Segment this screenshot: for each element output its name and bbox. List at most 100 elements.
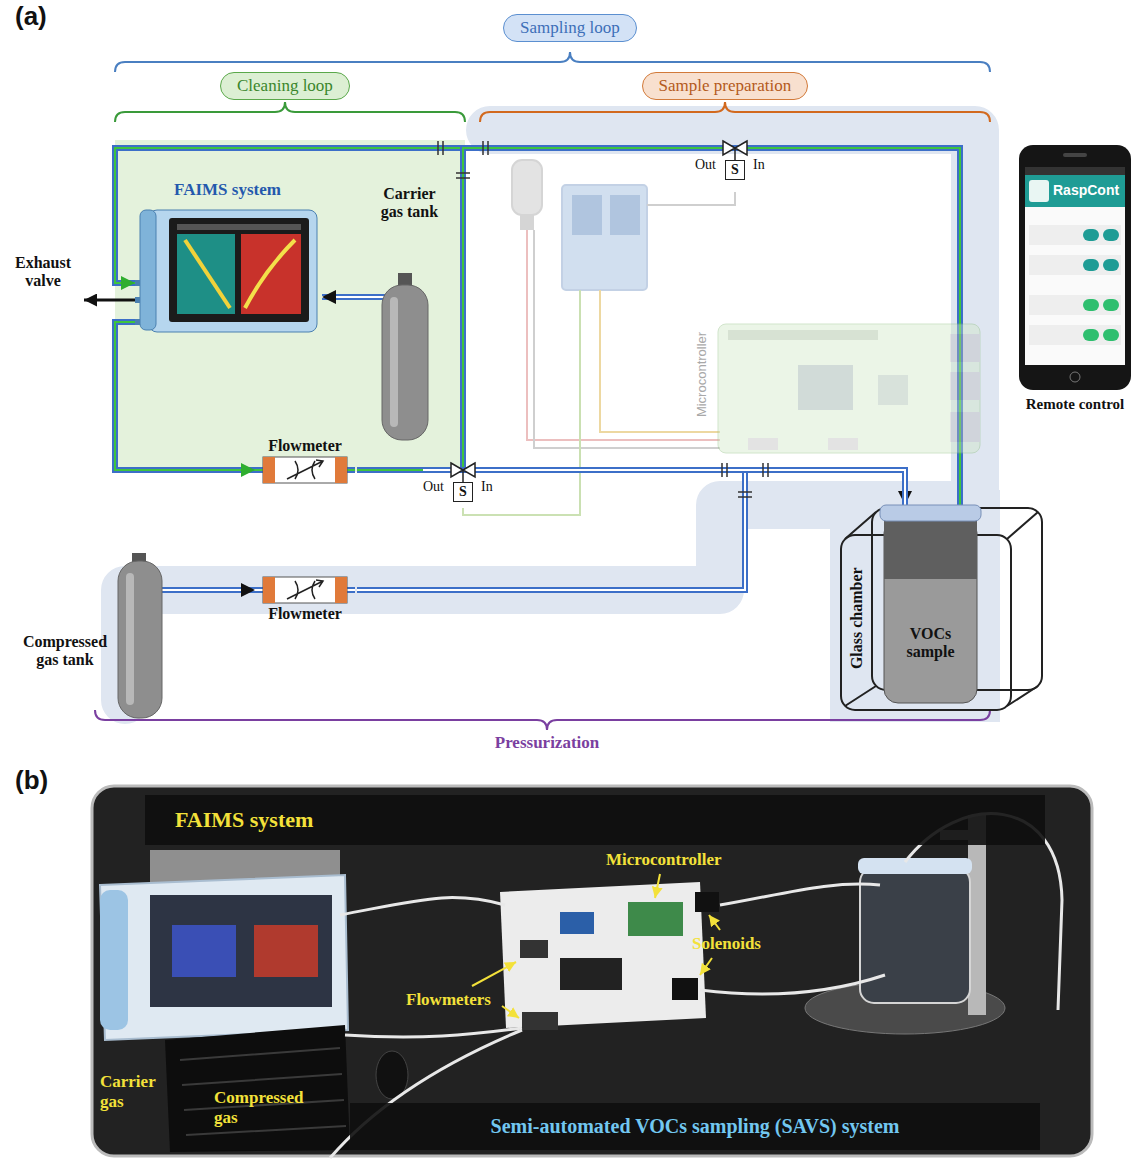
faims-instrument: FAIMS system <box>135 180 322 335</box>
photo-panel <box>858 858 972 874</box>
microcontroller-board-art <box>878 375 908 405</box>
node-text: VOCs sample <box>890 625 971 662</box>
photo-panel <box>100 890 128 1030</box>
photo-panel <box>672 978 698 1000</box>
controller-wiring <box>463 290 580 515</box>
exhaust-arrow <box>84 300 135 301</box>
photo-panel <box>180 1048 346 1135</box>
photo-panel <box>695 892 719 912</box>
smartphone-app-art <box>1019 145 1131 390</box>
group-label: Pressurization <box>495 733 600 753</box>
controller-wiring <box>572 195 602 235</box>
node-text: RaspCont <box>1053 182 1119 198</box>
node-text: In <box>481 479 493 495</box>
flowmeter: Flowmeter <box>255 437 357 487</box>
microcontroller-board-art <box>828 438 858 450</box>
curly-brace <box>115 102 465 122</box>
gas-cylinder-art <box>126 573 134 705</box>
curly-brace <box>95 52 990 730</box>
flowmeter-art <box>263 457 275 483</box>
flowmeter-art <box>335 457 347 483</box>
pipe-core <box>322 296 372 298</box>
node-text: In <box>753 157 765 173</box>
sample-jar-art <box>884 519 977 579</box>
flowmeter-art <box>263 457 347 483</box>
photo-caption-band: Semi-automated VOCs sampling (SAVS) syst… <box>350 1103 1040 1150</box>
microcontroller-board-art <box>798 365 853 410</box>
photo-panel <box>172 925 236 977</box>
photo-panel <box>522 1012 558 1030</box>
microcontroller-board-art <box>950 372 980 400</box>
pipe-core <box>115 148 463 458</box>
exhaust-arrow <box>84 299 135 302</box>
sample-jar-art <box>878 505 983 705</box>
smartphone-app-art <box>1063 153 1087 157</box>
microcontroller-board-art <box>718 324 980 453</box>
gas-pipe <box>115 148 463 458</box>
photo-callout: Flowmeters <box>406 990 491 1010</box>
smartphone-app-art <box>1083 329 1099 341</box>
faims-instrument-art <box>177 234 235 314</box>
photo-callout: Compressed gas <box>214 1088 319 1127</box>
photo-panel <box>340 898 505 915</box>
smartphone-app-art <box>1029 180 1049 202</box>
gas-pipe <box>503 470 905 505</box>
smartphone-app-art <box>1070 372 1080 382</box>
gas-cylinder-art <box>372 185 449 445</box>
smartphone-app-art <box>1103 299 1119 311</box>
controller-wiring <box>527 230 720 440</box>
microcontroller-board-art <box>688 320 985 457</box>
photo-panel <box>472 874 720 1018</box>
sample-jar: VOCs sample <box>878 505 983 705</box>
node-text: Glass chamber <box>848 553 866 683</box>
pressurization-band <box>125 130 1000 722</box>
photo-panel <box>100 875 348 1040</box>
photo-panel <box>560 958 622 990</box>
photo-panel <box>254 925 318 977</box>
outlet-label: Exhaust valve <box>6 254 80 291</box>
controller-wiring <box>562 185 647 290</box>
faims-instrument-art <box>135 180 322 335</box>
gas-pipe <box>463 148 695 458</box>
photo-panel <box>165 1025 350 1152</box>
solenoid-valve-art <box>734 148 736 160</box>
node-text: Sample preparation <box>659 76 792 96</box>
microcontroller-board-art <box>748 438 778 450</box>
photo-panel <box>330 814 1062 1158</box>
smartphone-app-art <box>1025 167 1125 365</box>
photo-panel <box>560 912 594 934</box>
faims-instrument-art <box>140 210 156 330</box>
photo-caption-band: FAIMS system <box>145 795 1045 845</box>
smartphone-app-art <box>1103 329 1119 341</box>
gas-line <box>357 470 905 590</box>
pipe-core <box>165 589 255 591</box>
controller-wiring <box>534 230 720 448</box>
smartphone-app-art <box>1103 259 1119 271</box>
controller-wiring <box>647 192 735 205</box>
node-text: Remote control <box>1013 396 1137 413</box>
solenoid-valve-art <box>723 141 747 155</box>
glass-chamber-art <box>841 508 1042 710</box>
smartphone-app-art <box>1029 325 1121 345</box>
photo-panel <box>472 962 516 986</box>
panel-letter: (b) <box>15 766 48 796</box>
photo-panel <box>700 975 885 994</box>
connector-layer <box>115 148 960 590</box>
cleaning-region <box>115 140 465 472</box>
flowmeter-art <box>255 577 355 603</box>
loop-pill: Sample preparation <box>642 72 809 100</box>
photo-panel <box>628 902 683 936</box>
controller-wiring <box>600 290 720 432</box>
faims-instrument-art <box>245 240 295 308</box>
photo-panel <box>520 940 548 958</box>
photo-panel <box>500 882 706 1028</box>
photo-panel <box>92 786 1092 1156</box>
gas-cylinder: Compressed gas tank <box>15 553 165 720</box>
photo-panel <box>502 1006 519 1018</box>
glass-chamber-art <box>845 512 1038 706</box>
smartphone-app-art <box>1025 175 1125 207</box>
photo-callout: Solenoids <box>692 934 761 954</box>
gas-cylinder-art <box>382 285 428 440</box>
node-text: Sampling loop <box>520 18 620 38</box>
